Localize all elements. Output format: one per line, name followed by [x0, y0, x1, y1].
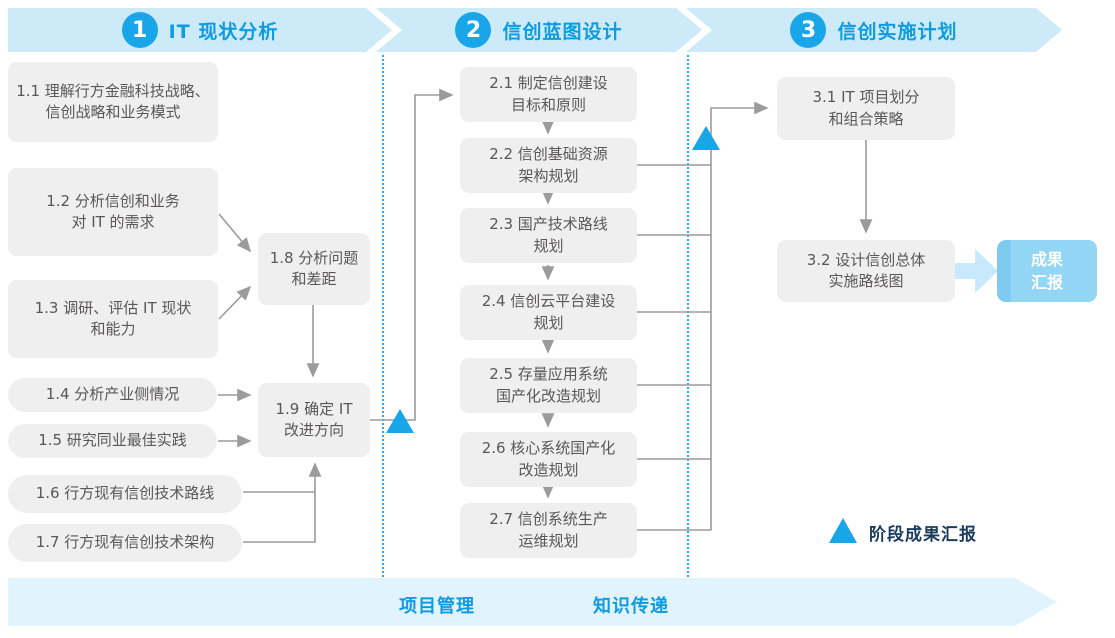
phase-2-title: 信创蓝图设计	[502, 20, 623, 43]
footer-label-knowledge-transfer: 知识传递	[593, 596, 669, 617]
box-1-6-line1: 1.6 行方现有信创技术路线	[35, 484, 215, 503]
phase-3-number-badge: 3	[790, 12, 826, 48]
box-2-6-line1: 2.6 核心系统国产化	[481, 439, 616, 458]
box-3-2-line2: 实施路线图	[828, 272, 904, 290]
box-2-4-line2: 规划	[533, 313, 564, 332]
box-2-2: 2.2 信创基础资源 架构规划	[460, 138, 637, 193]
box-1-9-line2: 改进方向	[283, 421, 344, 439]
box-1-7-line1: 1.7 行方现有信创技术架构	[35, 533, 215, 552]
box-2-6: 2.6 核心系统国产化 改造规划	[460, 432, 637, 487]
result-line1: 成果	[1030, 249, 1063, 269]
phase-1-number-badge: 1	[122, 12, 158, 48]
box-2-2-line2: 架构规划	[518, 166, 579, 185]
box-1-4-line1: 1.4 分析产业侧情况	[45, 385, 180, 404]
box-1-1-line1: 1.1 理解行方金融科技战略、	[16, 81, 210, 100]
phase-banner-3: 3 信创实施计划	[686, 8, 1062, 52]
phase-3-title: 信创实施计划	[837, 20, 958, 43]
box-2-1-line1: 2.1 制定信创建设	[489, 74, 608, 93]
box-1-9: 1.9 确定 IT 改进方向	[258, 383, 370, 457]
box-2-2-line1: 2.2 信创基础资源	[489, 145, 608, 164]
box-2-5-line2: 国产化改造规划	[495, 386, 601, 405]
box-3-1-line2: 和组合策略	[828, 109, 904, 128]
box-1-2-line1: 1.2 分析信创和业务	[46, 191, 180, 210]
box-1-4: 1.4 分析产业侧情况	[8, 378, 217, 412]
footer-label-project-management: 项目管理	[399, 596, 475, 617]
box-1-8-line1: 1.8 分析问题	[269, 248, 359, 267]
box-3-1-line1: 3.1 IT 项目划分	[812, 88, 920, 107]
phase-1-title: IT 现状分析	[168, 20, 279, 43]
box-2-5: 2.5 存量应用系统 国产化改造规划	[460, 358, 637, 413]
box-2-1-line2: 目标和原则	[510, 95, 586, 114]
box-1-1-line2: 信创战略和业务模式	[45, 103, 181, 121]
box-2-7-line2: 运维规划	[518, 531, 579, 550]
box-3-2: 3.2 设计信创总体 实施路线图	[777, 240, 955, 302]
box-2-1: 2.1 制定信创建设 目标和原则	[460, 67, 637, 122]
box-1-3: 1.3 调研、评估 IT 现状 和能力	[8, 280, 218, 358]
milestone-triangle-phase1-icon	[386, 409, 414, 433]
box-1-3-line2: 和能力	[90, 320, 136, 338]
legend-triangle-icon	[829, 518, 857, 543]
box-1-1: 1.1 理解行方金融科技战略、 信创战略和业务模式	[8, 62, 218, 142]
box-3-2-line1: 3.2 设计信创总体	[806, 250, 926, 269]
result-line2: 汇报	[1030, 273, 1063, 292]
result-report-box: 成果 汇报	[997, 240, 1097, 302]
box-3-1: 3.1 IT 项目划分 和组合策略	[777, 77, 955, 140]
box-1-6: 1.6 行方现有信创技术路线	[8, 475, 242, 513]
box-1-3-line1: 1.3 调研、评估 IT 现状	[34, 298, 192, 317]
box-1-2: 1.2 分析信创和业务 对 IT 的需求	[8, 168, 218, 256]
phase-banner-2: 2 信创蓝图设计	[376, 8, 702, 52]
phase-2-number-badge: 2	[455, 12, 491, 48]
legend-label: 阶段成果汇报	[869, 525, 977, 545]
box-1-2-line2: 对 IT 的需求	[71, 213, 155, 231]
footer-ribbon	[8, 578, 1057, 626]
box-1-8-line2: 和差距	[291, 270, 337, 288]
box-2-7: 2.7 信创系统生产 运维规划	[460, 503, 637, 558]
milestone-triangle-phase2-icon	[692, 126, 720, 150]
phase-divider-1-2	[382, 55, 384, 577]
box-1-8: 1.8 分析问题 和差距	[258, 233, 370, 305]
box-2-5-line1: 2.5 存量应用系统	[489, 365, 608, 384]
box-2-3: 2.3 国产技术路线 规划	[460, 208, 637, 263]
phase-banner-1: 1 IT 现状分析	[8, 8, 392, 52]
box-2-7-line1: 2.7 信创系统生产	[489, 510, 608, 529]
phase-divider-2-3	[687, 55, 689, 577]
box-1-5-line1: 1.5 研究同业最佳实践	[38, 431, 187, 450]
box-2-4: 2.4 信创云平台建设 规划	[460, 285, 637, 340]
box-2-3-line1: 2.3 国产技术路线	[489, 215, 608, 234]
box-1-9-line1: 1.9 确定 IT	[275, 399, 353, 418]
box-1-7: 1.7 行方现有信创技术架构	[8, 524, 242, 562]
box-2-6-line2: 改造规划	[518, 460, 579, 479]
box-2-4-line1: 2.4 信创云平台建设	[481, 292, 616, 311]
box-2-3-line2: 规划	[533, 236, 564, 255]
box-1-5: 1.5 研究同业最佳实践	[8, 424, 217, 458]
